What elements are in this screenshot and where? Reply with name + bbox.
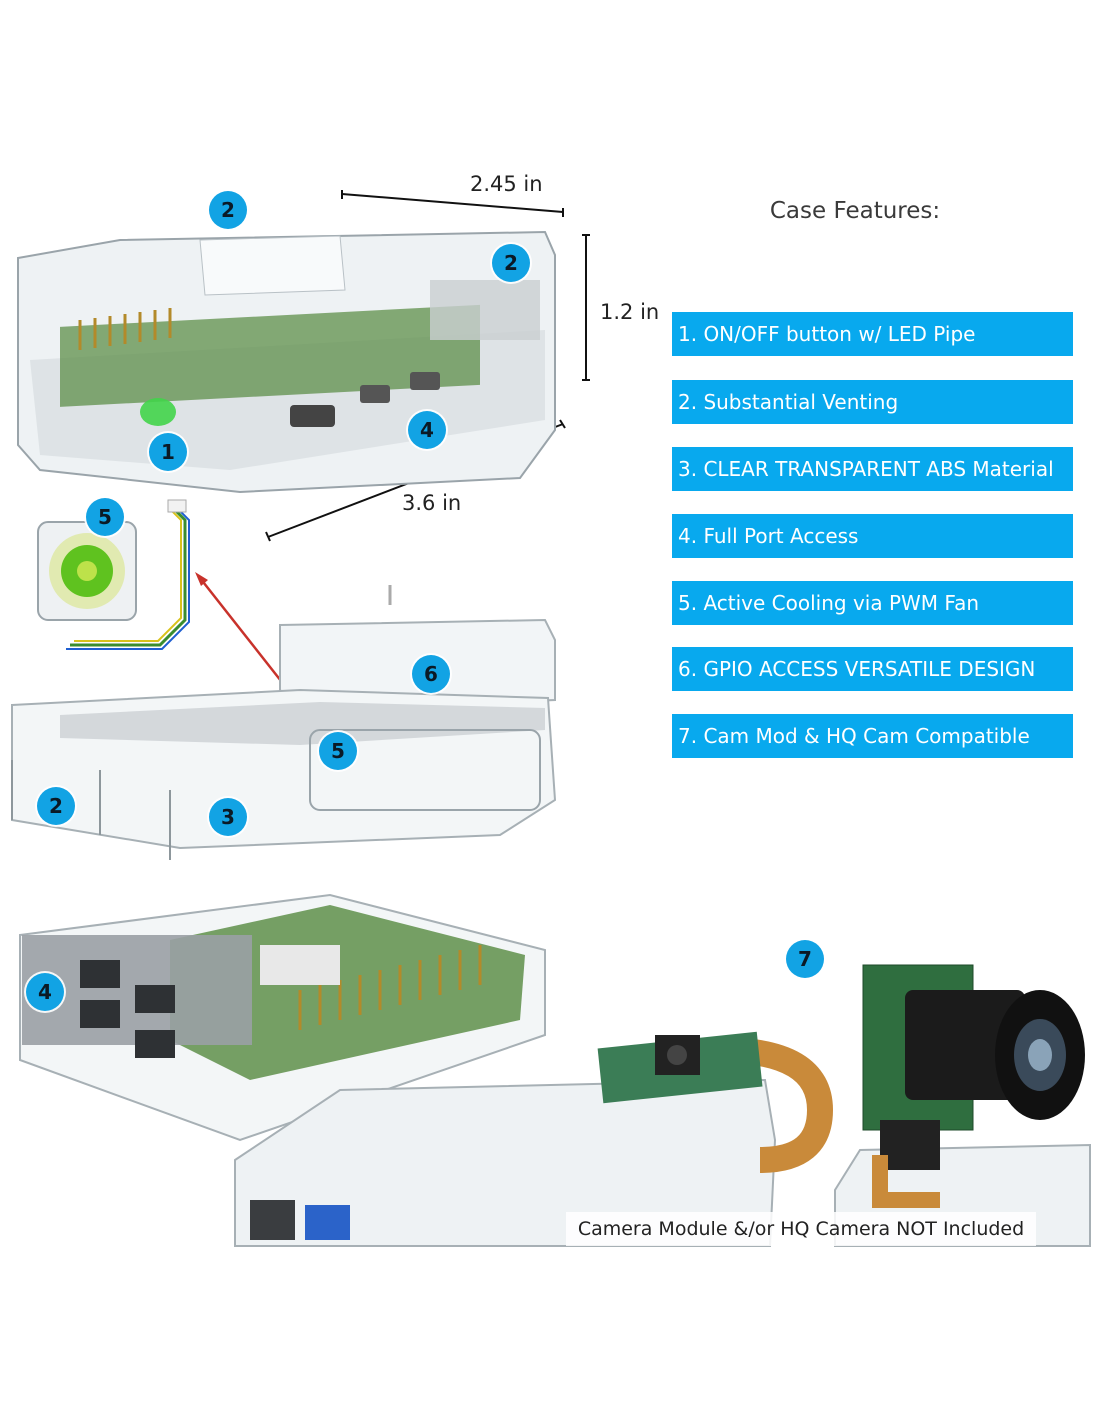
callout-power: 1 [149, 433, 187, 471]
callout-camera: 7 [786, 940, 824, 978]
camera-illustration [234, 964, 1091, 1247]
feature-item: 7. Cam Mod & HQ Cam Compatible [672, 714, 1073, 758]
feature-item: 2. Substantial Venting [672, 380, 1073, 424]
callout-material: 3 [209, 798, 247, 836]
callout-fan-mount: 5 [319, 732, 357, 770]
camera-disclaimer: Camera Module &/or HQ Camera NOT Include… [566, 1212, 1036, 1246]
callout-lower-vent: 2 [37, 787, 75, 825]
callout-port-side: 4 [26, 973, 64, 1011]
assembled-case [17, 230, 556, 494]
feature-item: 3. CLEAR TRANSPARENT ABS Material [672, 447, 1073, 491]
length-dimension: 3.6 in [402, 491, 462, 515]
board-case [19, 893, 546, 1142]
feature-item: 4. Full Port Access [672, 514, 1073, 558]
fan-illustration [37, 499, 319, 729]
height-dimension: 1.2 in [600, 300, 660, 324]
callout-fan: 5 [86, 498, 124, 536]
callout-gpio-lid: 6 [412, 655, 450, 693]
feature-item: 6. GPIO ACCESS VERSATILE DESIGN [672, 647, 1073, 691]
callout-side-vent: 2 [492, 244, 530, 282]
features-title: Case Features: [769, 198, 941, 224]
feature-item: 1. ON/OFF button w/ LED Pipe [672, 312, 1073, 356]
width-dimension: 2.45 in [470, 172, 543, 196]
exploded-case [11, 585, 557, 860]
callout-ports: 4 [408, 411, 446, 449]
callout-top-vent: 2 [209, 191, 247, 229]
feature-item: 5. Active Cooling via PWM Fan [672, 581, 1073, 625]
